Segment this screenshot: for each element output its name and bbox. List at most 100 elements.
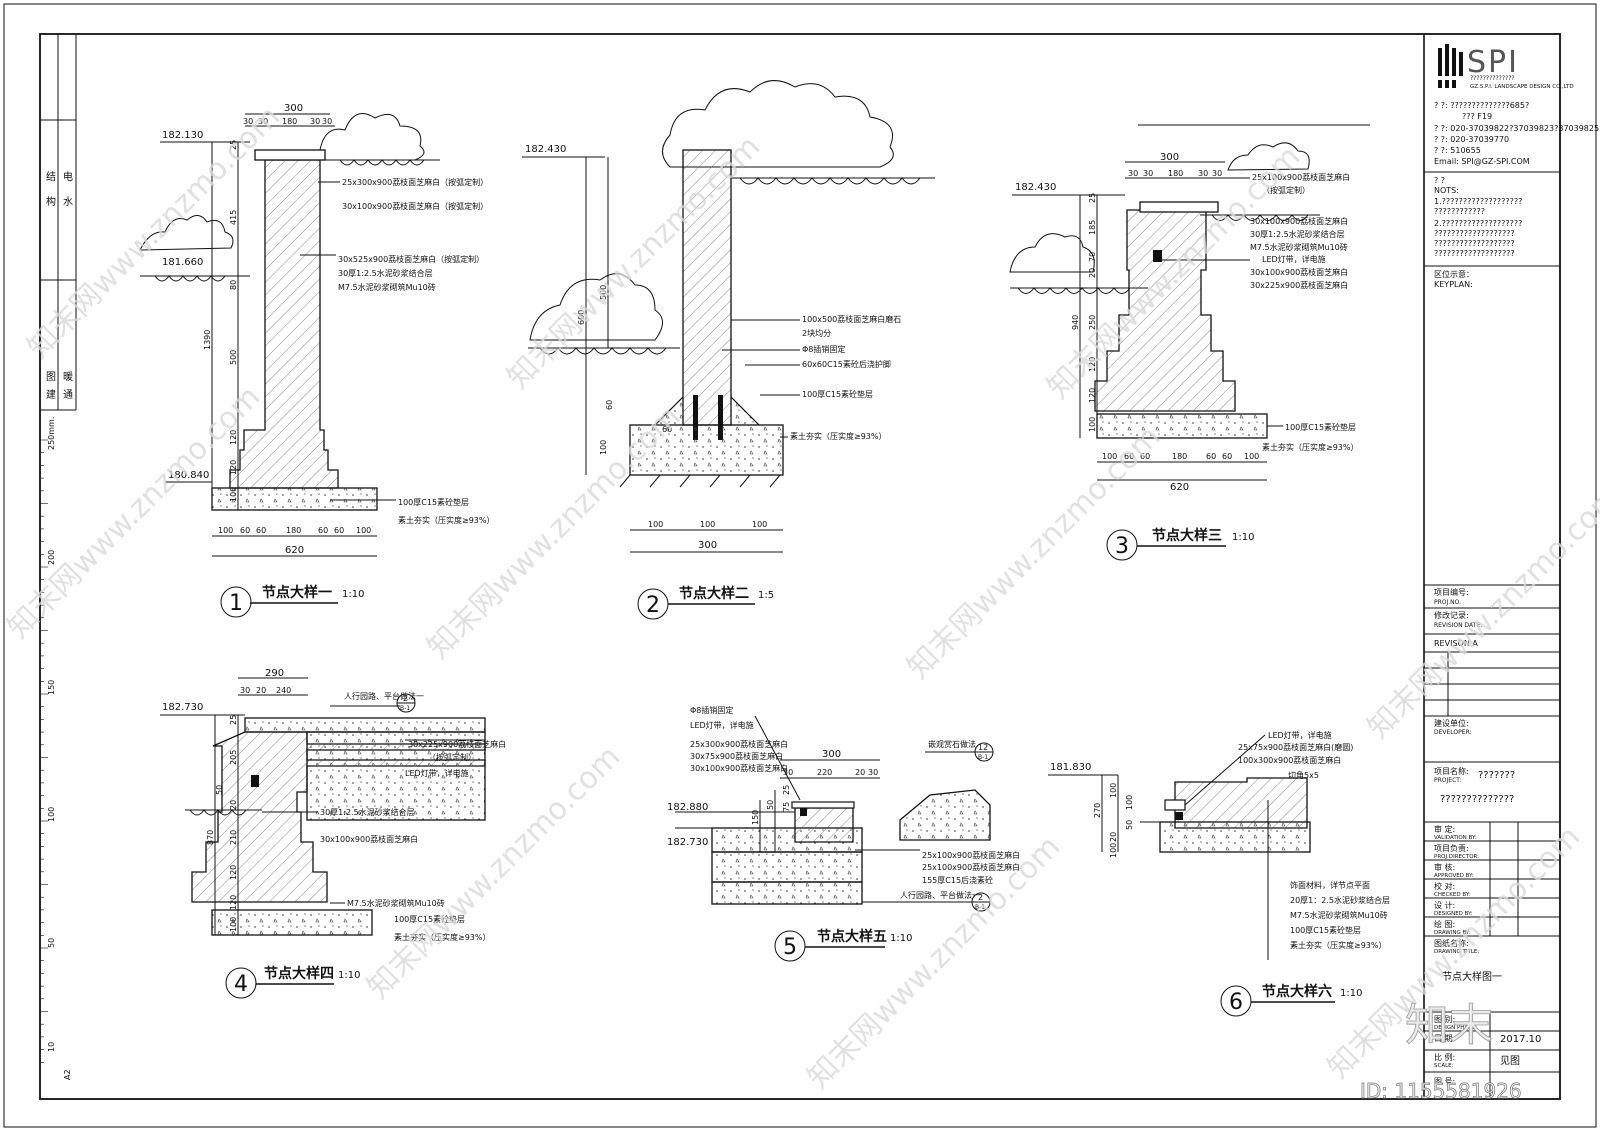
scale-label-en: SCALE: xyxy=(1434,1063,1454,1069)
dimension: 60 xyxy=(318,526,328,535)
dimension: 20 xyxy=(855,768,865,777)
outer-frame xyxy=(3,3,1597,1128)
info-floor: ??? F19 xyxy=(1462,112,1492,121)
drawing-title-label-en: DRAWING TITLE: xyxy=(1434,949,1479,955)
detail-title: 节点大样六 xyxy=(1262,983,1332,1000)
led-strip xyxy=(1153,250,1162,262)
dimension: 870 xyxy=(206,830,215,845)
detail-number-circle xyxy=(220,586,252,618)
dimension: 30 xyxy=(783,768,793,777)
ruler-unit: 250mm. xyxy=(47,417,56,450)
strip-label: 暖 xyxy=(63,370,73,383)
path-layer xyxy=(711,851,863,883)
callout-note: M7.5水泥砂浆砌筑Mu10砖 xyxy=(347,898,445,908)
wall-section xyxy=(229,159,339,489)
note-line: ???????????? xyxy=(1434,207,1485,216)
ruler-tick: 10 xyxy=(47,1042,56,1052)
callout-note: LED灯带，详电施 xyxy=(1262,254,1326,264)
watermark-text: 知末网www.znzmo.com xyxy=(421,399,687,665)
callout-note: 100厚C15素砼垫层 xyxy=(1285,422,1356,432)
dimension: 100 xyxy=(356,526,371,535)
detail-scale: 1:10 xyxy=(342,589,364,600)
grade-symbol xyxy=(739,177,921,185)
validation-label-en: VALIDATION BY: xyxy=(1434,835,1477,841)
callout-note: 素土夯实（压实度≥93%） xyxy=(1262,442,1358,452)
grade-symbol xyxy=(154,275,226,282)
dimension: 600 xyxy=(577,310,586,325)
dimension: 100 xyxy=(700,520,715,529)
detail-number: 1 xyxy=(229,591,243,616)
dimension: 415 xyxy=(229,210,238,225)
dimension: 100 xyxy=(599,440,608,455)
callout-note: 30厚1:2.5水泥砂浆结合层 xyxy=(1250,229,1345,239)
director-label-en: PROJ.DIRECTOR: xyxy=(1434,854,1479,860)
spi-logo: SPI ?????????????? GZ.S.P.I. LANDSCAPE D… xyxy=(1438,44,1574,90)
dimension: 100 xyxy=(229,487,238,502)
detail-scale: 1:10 xyxy=(338,970,360,981)
callout-note: 30x225x900荔枝面芝麻白 xyxy=(408,739,506,749)
dimension: 180 xyxy=(1168,169,1183,178)
shrub-outline xyxy=(1227,142,1310,171)
step-section xyxy=(1174,777,1308,829)
callout-note: 20厚1：2.5水泥砂浆结合层 xyxy=(1290,895,1390,905)
dimension: 180 xyxy=(286,526,301,535)
notes-title-en: NOTS: xyxy=(1434,186,1459,195)
dimension: 30 xyxy=(1198,169,1208,178)
elevation: 182.430 xyxy=(525,144,566,155)
detail-scale: 1:10 xyxy=(1232,532,1254,543)
revision-label-en: REVISION DATE: xyxy=(1434,622,1482,629)
date-value: 2017.10 xyxy=(1500,1034,1541,1045)
dimension: 940 xyxy=(1071,315,1080,330)
dimension: 25 xyxy=(229,140,238,150)
dimension: 100 xyxy=(229,917,238,932)
reference-note: 人行园路、平台做法一 xyxy=(900,890,980,900)
ref-tag: 2 xyxy=(403,694,408,703)
detail-title: 节点大样五 xyxy=(817,928,887,945)
callout-note: 100x500荔枝面芝麻白磨石 xyxy=(802,314,901,324)
callout-note: 25x100x900荔枝面芝麻白 xyxy=(922,850,1020,860)
dimension: 100 xyxy=(1109,783,1118,798)
project-name-2: ?????????????? xyxy=(1440,794,1514,805)
callout-note: LED灯带，详电施 xyxy=(690,720,754,730)
detail-number: 4 xyxy=(234,972,248,997)
callout-note: 25x100x900荔枝面芝麻白 xyxy=(922,862,1020,872)
designed-label: 设 计: xyxy=(1434,900,1455,910)
callout-note: M7.5水泥砂浆砌筑Mu10砖 xyxy=(1290,910,1388,920)
dimension: 500 xyxy=(599,285,608,300)
dimension: 60 xyxy=(662,425,672,434)
dimension: 300 xyxy=(1160,152,1179,163)
dimension: 30 xyxy=(243,117,253,126)
dimension: 100 xyxy=(1244,452,1259,461)
dimension: 120 xyxy=(229,430,238,445)
detail-number-circle xyxy=(1220,985,1252,1017)
dimension: 30 xyxy=(322,117,332,126)
watermark-text: 知末网www.znzmo.com xyxy=(1361,479,1600,745)
ornamental-stone xyxy=(899,789,991,841)
watermark-id: ID: 1155581926 xyxy=(1360,1079,1522,1103)
callout-note: 30厚1:2.5水泥砂浆结合层 xyxy=(338,268,433,278)
dimension-total: 620 xyxy=(1170,482,1189,493)
proj-no-label: 项目编号: xyxy=(1434,587,1469,597)
dimension: 100 xyxy=(1109,843,1118,858)
dimension: 80 xyxy=(229,280,238,290)
revision-a: REVISON A xyxy=(1434,639,1478,648)
dimension: 50 xyxy=(766,800,775,810)
logo-company: GZ.S.P.I. LANDSCAPE DESIGN CO.,LTD xyxy=(1470,84,1574,90)
note-line: 2.??????????????????? xyxy=(1434,219,1522,228)
strip-label: 电 xyxy=(63,170,73,183)
elevation: 182.430 xyxy=(1015,182,1056,193)
detail-number-circle xyxy=(225,967,257,999)
dimension: 180 xyxy=(1172,452,1187,461)
dimension: 70 xyxy=(1088,252,1097,262)
callout-note: 25x75x900荔枝面芝麻白(磨圆) xyxy=(1238,742,1353,752)
callout-note: 饰面材料，详节点平面 xyxy=(1290,880,1370,890)
dimension: 30 xyxy=(1212,169,1222,178)
soil-hatch xyxy=(619,474,781,488)
callout-note: 素土夯实（压实度≥93%） xyxy=(790,431,886,441)
callout-note: M7.5水泥砂浆砌筑Mu10砖 xyxy=(1250,242,1348,252)
dimension: 300 xyxy=(284,103,303,114)
dimension: 50 xyxy=(1125,820,1134,830)
info-fax: ? ?: 020-37039770 xyxy=(1434,135,1509,144)
dimension: 120 xyxy=(229,895,238,910)
callout-note: 素土夯实（压实度≥93%） xyxy=(1290,940,1386,950)
